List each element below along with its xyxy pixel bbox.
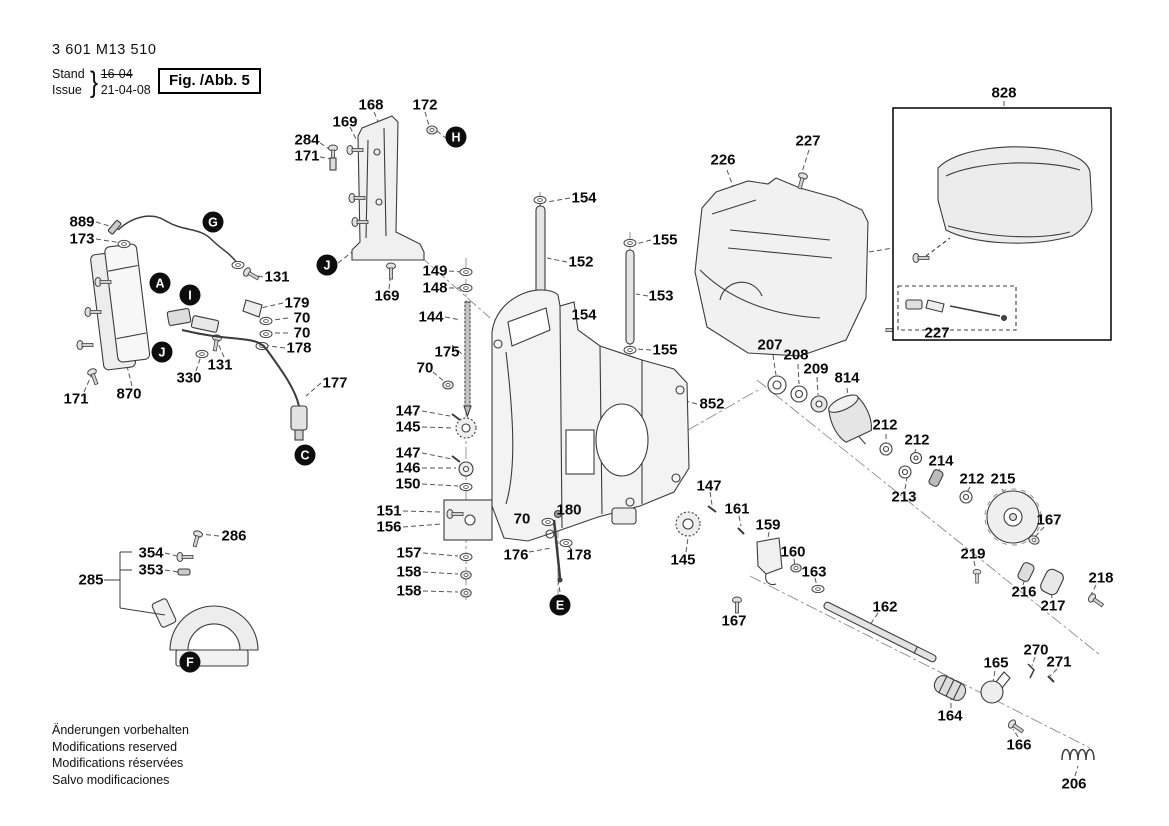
issue-date: 21-04-08: [100, 83, 151, 97]
nut-209: [810, 395, 828, 413]
revision-block: Stand Issue } 16-04 21-04-08: [52, 66, 157, 100]
washer-207: [767, 375, 787, 395]
threaded-spindle-144: [463, 301, 472, 418]
spring-206: [1061, 748, 1095, 761]
figure-label: Fig. /Abb. 5: [158, 68, 261, 94]
washer-212-a: [879, 442, 893, 456]
cable-177: [181, 329, 308, 441]
wire-889: [107, 215, 238, 264]
document-number: 3 601 M13 510: [52, 42, 157, 58]
superseded-date: 16-04: [100, 67, 133, 82]
note-fr: Modifications réservées: [52, 756, 184, 770]
issue-label: Issue: [52, 83, 82, 97]
group-bracket-285: [104, 551, 166, 616]
lever-270: [1027, 663, 1035, 679]
rod-162: [823, 601, 937, 663]
pin-147-c: [707, 505, 717, 513]
guard-285: [151, 598, 259, 667]
pin-176: [552, 519, 563, 583]
spacer-214: [928, 469, 944, 487]
washer-208: [790, 385, 808, 403]
switch-block: [166, 307, 220, 333]
cover-226: [694, 177, 869, 357]
bracket-168: [351, 115, 425, 261]
revision-brace: }: [89, 66, 98, 99]
plate-assembly-870: [90, 243, 151, 371]
note-de: Änderungen vorbehalten: [52, 723, 189, 737]
pin-353: [177, 568, 191, 576]
handwheel-215: [984, 488, 1042, 546]
pin-147-a: [451, 413, 461, 421]
ball-180: [553, 509, 563, 519]
title-block: 3 601 M13 510 Stand Issue } 16-04 21-04-…: [52, 42, 157, 100]
pin-161: [737, 527, 745, 535]
washer-212-b: [909, 451, 923, 465]
pulley-145: [675, 511, 701, 537]
sleeve-216: [1017, 562, 1035, 582]
gear-145: [455, 417, 477, 439]
rod-153: [625, 249, 635, 345]
knob-814: [828, 394, 872, 445]
bracket-151: [443, 499, 493, 541]
gear-146: [458, 461, 474, 477]
pin-171: [329, 157, 337, 171]
note-es: Salvo modificaciones: [52, 772, 170, 787]
note-en: Modifications reserved: [52, 739, 178, 754]
bracket-159: [756, 537, 783, 586]
main-housing-852: [491, 289, 690, 542]
rod-152: [535, 196, 546, 303]
sleeve-217: [1040, 568, 1064, 596]
washer-212-c: [959, 490, 973, 504]
sleeve-164: [933, 675, 967, 701]
legal-notes: Änderungen vorbehalten Modifications res…: [52, 722, 189, 788]
pin-147-b: [451, 455, 461, 463]
detail-box-828: [892, 107, 1112, 341]
pin-271: [1047, 675, 1055, 683]
washer-213: [898, 465, 912, 479]
stand-label: Stand: [52, 67, 85, 82]
terminal-179: [242, 299, 263, 318]
clamp-165: [980, 671, 1011, 704]
